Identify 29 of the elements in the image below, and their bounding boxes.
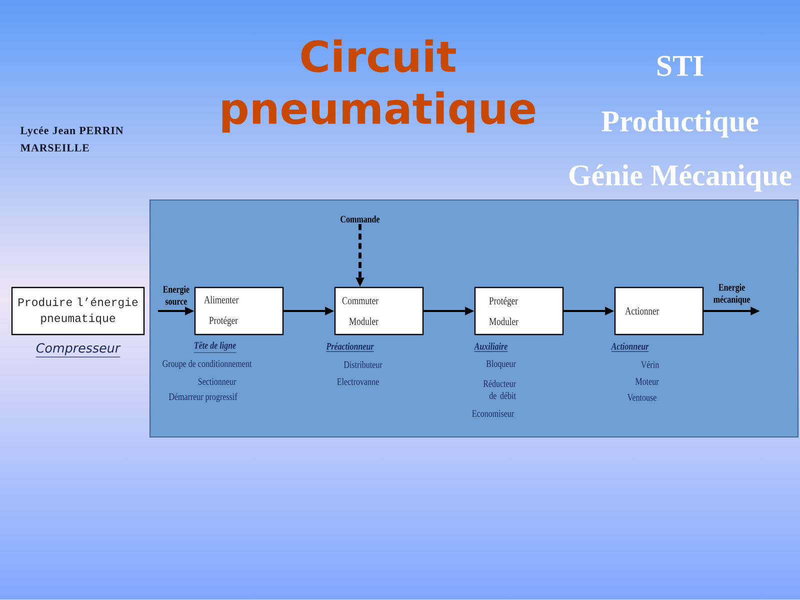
component-label: Démarreur progressif xyxy=(168,392,238,402)
component-label: Bloqueur xyxy=(486,360,516,370)
category-heading: Actionneur xyxy=(610,342,649,352)
component-label: Distributeur xyxy=(344,360,382,368)
category-heading: Préactionneur xyxy=(326,342,374,352)
process-box: Actionner xyxy=(614,286,704,336)
edge-label: Energie source xyxy=(163,286,190,305)
title: Circuit pneumatique xyxy=(222,39,536,133)
edge-label: Energie mécanique xyxy=(714,284,750,305)
subject-heading: Productique xyxy=(602,110,758,138)
category-heading: Auxiliaire xyxy=(474,342,508,352)
component-label: Réducteur de débit xyxy=(483,380,516,400)
component-label: Sectionneur xyxy=(198,378,236,385)
process-box: Commuter Moduler xyxy=(334,286,424,336)
component-label: Moteur xyxy=(635,378,659,385)
component-label: Groupe de conditionnement xyxy=(162,360,252,370)
component-label: Ventouse xyxy=(627,394,656,401)
subject-heading: Génie Mécanique xyxy=(569,164,792,192)
component-label: Electrovanne xyxy=(337,378,379,386)
text-label: Commande xyxy=(340,215,380,223)
process-box: Produire l’énergie pneumatique xyxy=(11,286,145,336)
process-box: Protéger Moduler xyxy=(474,286,564,336)
component-label: Economiseur xyxy=(472,410,514,417)
school-name: Lycée Jean PERRIN MARSEILLE xyxy=(20,126,124,152)
component-label: Vérin xyxy=(640,360,659,368)
category-heading: Tête de ligne xyxy=(194,342,236,353)
process-box: Alimenter Protéger xyxy=(194,286,284,336)
component-label: Compresseur xyxy=(36,343,121,358)
subject-heading: STI xyxy=(657,56,704,76)
